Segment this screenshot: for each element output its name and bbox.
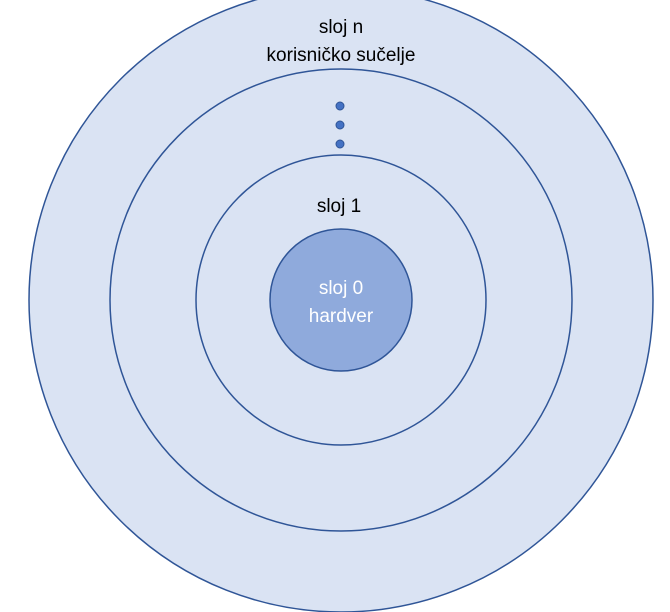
ellipsis-dot	[335, 120, 345, 130]
layer-0-title: sloj 0	[319, 278, 363, 299]
layer-n-title: sloj n	[319, 17, 363, 38]
ellipsis-dot	[335, 101, 345, 111]
layer-n-description: korisničko sučelje	[267, 45, 416, 66]
ellipsis-dot	[335, 139, 345, 149]
layer-0-core-circle	[269, 228, 413, 372]
layer-1-title: sloj 1	[317, 196, 361, 217]
layer-0-description: hardver	[309, 306, 374, 327]
